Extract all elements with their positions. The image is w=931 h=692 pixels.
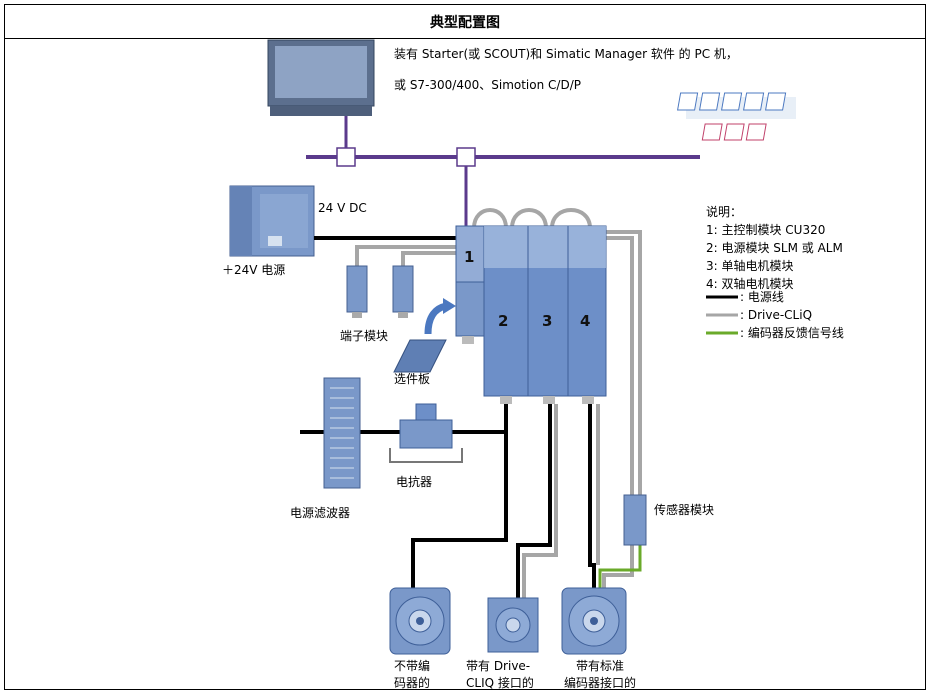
page-title: 典型配置图 [5,5,925,39]
reactor-icon [389,403,463,463]
legend-item: 2: 电源模块 SLM 或 ALM [706,241,843,255]
encoder-feedback-cable [598,545,642,598]
table-frame: 典型配置图 [4,4,926,690]
legend-title: 说明： [706,204,742,219]
motor-icon [389,587,451,655]
drive-cliq-cables [355,208,642,604]
power-supply-label: ＋24V 电源 [222,263,285,277]
motor-icon [487,597,539,653]
legend-line-label: : 编码器反馈信号线 [740,325,844,340]
legend-line-label: : Drive-CLiQ [740,308,812,322]
legend-item: 4: 双轴电机模块 [706,276,794,291]
motor-label: CLIQ 接口的 [466,675,534,690]
legend-item: 1: 主控制模块 CU320 [706,223,825,237]
legend-line-label: : 电源线 [740,290,784,304]
pc-monitor-icon [267,39,375,116]
sensor-module-icon [623,494,647,546]
pc-caption-line1: 装有 Starter(或 SCOUT)和 Simatic Manager 软件 … [394,46,738,61]
pc-caption-line2: 或 S7-300/400、Simotion C/D/P [394,78,581,92]
legend-line-samples [706,295,738,335]
motor-icon [561,587,627,655]
motor-label: 码器的 [394,675,430,690]
profibus-logo [677,92,796,141]
reactor-label: 电抗器 [396,474,432,489]
option-board-icon [393,298,456,373]
module-number-2: 2 [498,312,508,330]
terminal-module-icon [346,265,414,318]
motor-label: 编码器接口的 [564,675,636,690]
drive-modules [455,225,607,404]
power-cables [300,236,596,604]
module-number-3: 3 [542,312,552,330]
option-board-label: 选件板 [394,372,430,386]
module-number-1: 1 [464,248,474,266]
line-filter-label: 电源滤波器 [290,506,350,520]
voltage-label: 24 V DC [318,201,367,215]
module-number-4: 4 [580,312,590,330]
legend-item: 3: 单轴电机模块 [706,258,794,273]
terminal-module-label: 端子模块 [340,329,388,343]
motor-label: 不带编 [394,658,430,673]
motor-label: 带有 Drive- [466,659,530,673]
profibus-line [306,116,700,226]
motor-label: 带有标准 [576,659,624,673]
sensor-module-label: 传感器模块 [654,502,714,517]
power-supply-icon [229,185,315,257]
line-filter-icon [323,377,361,489]
